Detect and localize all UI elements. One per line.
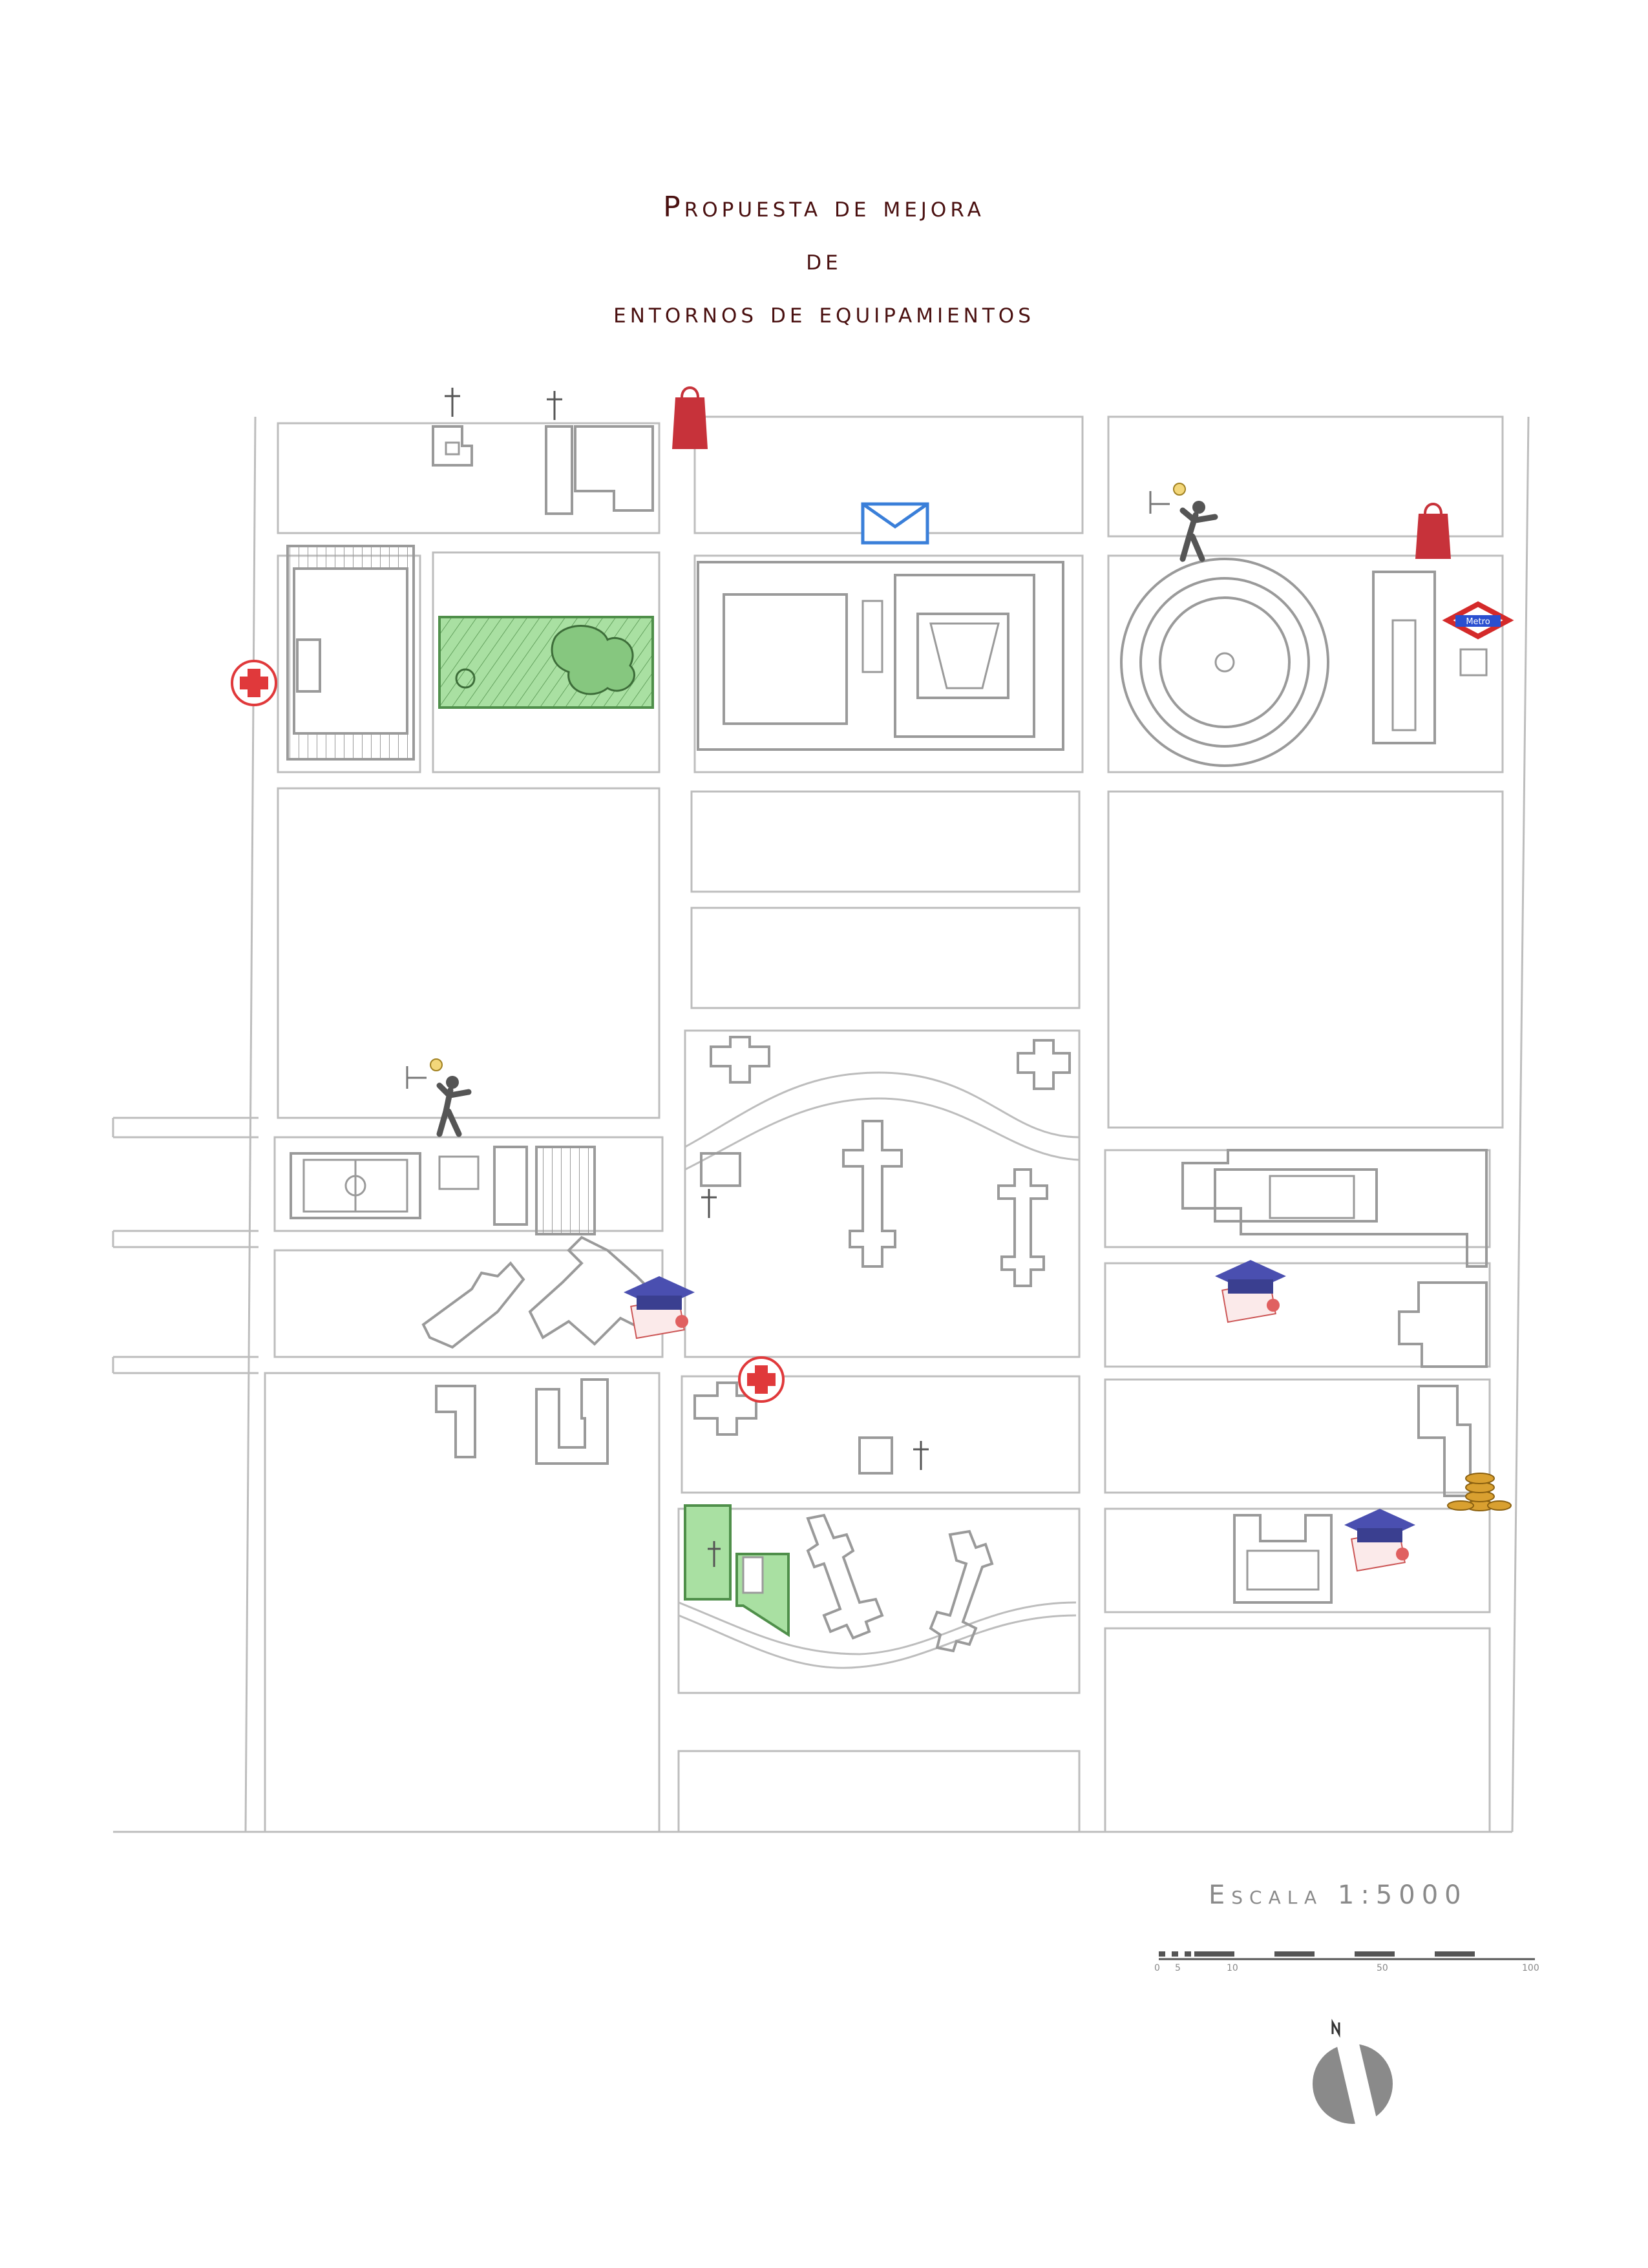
shopping-bag-icon xyxy=(1415,503,1451,559)
title-line-1: Propuesta de mejora xyxy=(663,191,985,224)
sports-player-icon xyxy=(406,1058,472,1137)
building-cross-b xyxy=(1017,1039,1071,1090)
building-cross-f xyxy=(806,1513,884,1640)
title-line-3: entornos de equipamientos xyxy=(613,297,1035,330)
coins-icon xyxy=(1447,1473,1512,1511)
title-line-2: de xyxy=(806,244,842,277)
building-diagonal-a xyxy=(421,1261,525,1349)
mail-envelope-icon xyxy=(861,502,929,545)
building-church-small xyxy=(432,425,473,467)
building-complex-center xyxy=(697,561,1064,751)
building-u-shape xyxy=(1233,1514,1333,1604)
hatched-yard xyxy=(535,1146,596,1235)
building-block-b xyxy=(574,425,654,512)
graduation-cap-icon xyxy=(624,1276,695,1339)
building-cross-e xyxy=(693,1381,757,1436)
building-block-a xyxy=(545,425,573,515)
building-cross-c xyxy=(842,1120,903,1268)
basketball-court xyxy=(493,1146,528,1226)
scale-label: Escala 1:5000 xyxy=(1209,1880,1468,1910)
building-church-center xyxy=(700,1152,741,1187)
green-areas xyxy=(438,616,790,1637)
building-right-l xyxy=(1417,1385,1472,1497)
building-right-lower xyxy=(1398,1281,1488,1368)
street-grid xyxy=(112,415,1530,1833)
scale-tick-5: 5 xyxy=(1175,1963,1181,1973)
scale-bar xyxy=(1159,1951,1535,1960)
scale-tick-0: 0 xyxy=(1154,1963,1160,1973)
round-arena xyxy=(1120,558,1329,767)
buildings xyxy=(286,425,1488,1653)
courts-small xyxy=(438,1155,480,1190)
north-arrow-icon xyxy=(1313,2019,1393,2132)
building-l-b xyxy=(535,1378,609,1465)
hospital-cross-icon xyxy=(738,1356,785,1403)
scale-tick-10: 10 xyxy=(1227,1963,1238,1973)
park-south-a xyxy=(684,1504,732,1601)
building-cross-g xyxy=(929,1529,994,1653)
building-metro-annex xyxy=(1372,571,1436,744)
scale-tick-50: 50 xyxy=(1377,1963,1388,1973)
football-field xyxy=(290,1152,421,1219)
church-cross-icon xyxy=(547,391,562,420)
svg-text:Metro: Metro xyxy=(1466,617,1490,627)
graduation-cap-icon xyxy=(1215,1260,1286,1323)
building-cross-a xyxy=(710,1036,770,1084)
graduation-cap-icon xyxy=(1344,1509,1415,1572)
church-cross-icon xyxy=(701,1189,717,1218)
scale-tick-100: 100 xyxy=(1522,1963,1539,1973)
map-title: Propuesta de mejora de entornos de equip… xyxy=(0,181,1648,340)
church-cross-icon xyxy=(445,388,460,417)
building-l-a xyxy=(435,1385,476,1458)
sports-player-icon xyxy=(1149,483,1218,562)
building-church-lower xyxy=(858,1436,893,1475)
building-cross-d xyxy=(997,1168,1048,1287)
building-complex-right xyxy=(1181,1149,1488,1268)
church-cross-icon xyxy=(708,1541,721,1567)
metro-sign-icon: Metro xyxy=(1442,601,1514,640)
stadium-field xyxy=(293,567,408,735)
hospital-cross-icon xyxy=(231,660,277,706)
shopping-bag-icon xyxy=(672,386,708,449)
church-cross-icon xyxy=(913,1441,929,1470)
